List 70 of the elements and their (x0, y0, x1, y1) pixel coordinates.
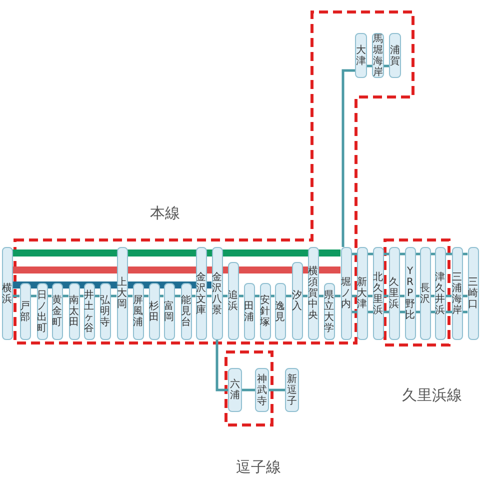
station-box: 神武寺 (255, 368, 269, 412)
track-line (368, 294, 372, 298)
station-box: 横浜 (2, 247, 12, 340)
track-line (110, 294, 116, 298)
track-line (12, 266, 340, 274)
station-box: 上大岡 (116, 247, 128, 340)
station-box: 六浦 (228, 368, 242, 412)
track-line (62, 294, 68, 298)
station-box: 富岡 (164, 283, 174, 340)
station-box: 大津 (355, 33, 367, 78)
track-line (342, 69, 355, 247)
station-box: 屏風浦 (132, 283, 144, 340)
station-box: 黄金町 (52, 283, 62, 340)
track-line (367, 64, 372, 68)
track-line (384, 294, 388, 298)
station-box: 能見台 (180, 283, 192, 340)
track-line (238, 294, 244, 298)
line-name-label: 本線 (150, 203, 180, 224)
track-line (400, 294, 404, 298)
station-box: 南太田 (68, 283, 80, 340)
track-line (12, 294, 20, 298)
track-line (446, 294, 452, 298)
track-line (352, 294, 356, 298)
station-box: 県立大学 (324, 283, 334, 340)
track-line (174, 294, 180, 298)
track-line (94, 294, 100, 298)
station-box: 堀ノ内 (340, 247, 352, 340)
track-line (12, 250, 340, 256)
track-line (302, 294, 308, 298)
track-line (269, 388, 285, 392)
station-box: 浦賀 (389, 33, 401, 78)
station-box: 金沢八景 (212, 247, 222, 340)
line-name-label: 逗子線 (236, 457, 281, 478)
track-line (254, 294, 260, 298)
track-line (242, 388, 255, 392)
station-box: 井土ヶ谷 (84, 283, 94, 340)
station-box: 戸部 (20, 283, 30, 340)
station-box: 弘明寺 (100, 283, 110, 340)
station-box: 長沢 (420, 247, 430, 340)
track-line (12, 282, 212, 288)
track-line (318, 294, 324, 298)
station-box: 金沢文庫 (196, 247, 206, 340)
station-box: 新大津 (356, 247, 368, 340)
station-box: 杉田 (148, 283, 160, 340)
station-box: 田浦 (244, 283, 254, 340)
station-box: 馬堀海岸 (372, 33, 384, 78)
station-box: 津久井浜 (434, 247, 446, 340)
track-line (334, 294, 340, 298)
station-box: 三崎口 (468, 247, 478, 340)
track-line (286, 294, 292, 298)
track-line (128, 294, 132, 298)
track-line (144, 294, 148, 298)
station-box: 逸見 (274, 283, 286, 340)
station-box: 北久里浜 (372, 247, 384, 340)
station-box: 久里浜 (388, 247, 400, 340)
track-line (30, 294, 36, 298)
station-box: YRP野比 (404, 247, 416, 340)
station-box: 横須賀中央 (308, 247, 318, 340)
track-line (216, 340, 228, 392)
station-box: 追浜 (228, 262, 238, 340)
station-box: 三浦海岸 (452, 247, 462, 340)
station-box: 汐入 (292, 262, 302, 340)
track-line (222, 294, 228, 298)
station-box: 新逗子 (285, 368, 299, 412)
track-line (384, 64, 389, 68)
station-box: 安針塚 (260, 283, 270, 340)
station-box: 日ノ出町 (36, 283, 48, 340)
track-line (206, 294, 212, 298)
track-line (462, 294, 468, 298)
line-name-label: 久里浜線 (402, 385, 462, 406)
